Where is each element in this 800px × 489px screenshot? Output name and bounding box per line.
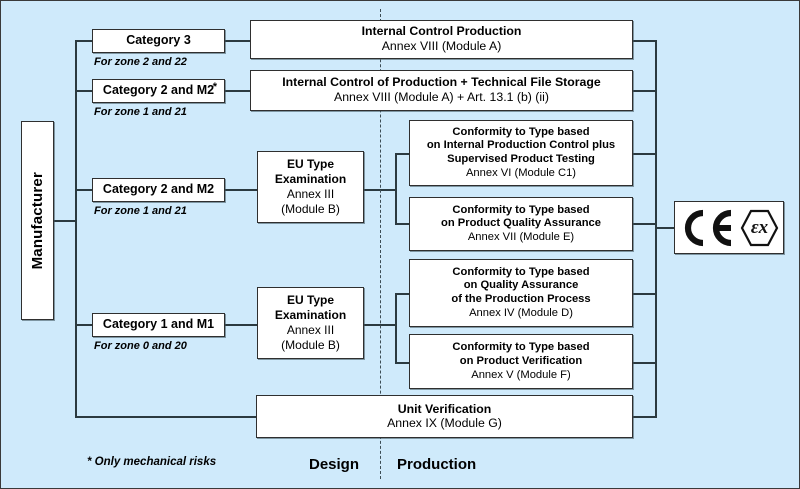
category-2-m2-label: Category 2 and M2 <box>102 182 215 197</box>
eu-type-1-module: (Module B) <box>281 202 340 216</box>
connector-main-trunk <box>75 40 77 417</box>
ce-ex-marking-box: εx <box>674 201 784 254</box>
ictfs-title: Internal Control of Production + Technic… <box>282 75 601 90</box>
connector-c1-to-trunk <box>633 153 657 155</box>
connector-eutype1-to-c1 <box>395 153 410 155</box>
eu-type-2-module: (Module B) <box>281 338 340 352</box>
internal-control-production-box[interactable]: Internal Control Production Annex VIII (… <box>250 20 633 59</box>
unit-verification-annex: Annex IX (Module G) <box>387 416 502 431</box>
category-2-m2-zone: For zone 1 and 21 <box>94 205 187 217</box>
eu-type-2-annex: Annex III <box>286 322 335 337</box>
connector-eutype1-to-e <box>395 223 410 225</box>
connector-ictfs-to-trunk <box>633 90 657 92</box>
conformity-module-f-box[interactable]: Conformity to Type based on Product Veri… <box>409 334 633 389</box>
connector-f-to-trunk <box>633 362 657 364</box>
category-1-m1-zone: For zone 0 and 20 <box>94 340 187 352</box>
d-line2: on Quality Assurance <box>463 279 579 292</box>
eu-type-examination-box-1[interactable]: EU Type Examination Annex III (Module B) <box>257 151 364 223</box>
category-box-2-m2-mechanical[interactable]: Category 2 and M2 * <box>92 79 225 103</box>
conformity-module-e-box[interactable]: Conformity to Type based on Product Qual… <box>409 197 633 251</box>
connector-eutype1-fan <box>395 153 397 224</box>
manufacturer-box: Manufacturer <box>21 121 54 320</box>
connector-unitverification-to-trunk <box>633 416 657 418</box>
design-column-label: Design <box>309 456 360 473</box>
eu-type-1-annex: Annex III <box>286 186 335 201</box>
d-annex: Annex IV (Module D) <box>469 306 573 319</box>
production-column-label: Production <box>397 456 477 473</box>
connector-to-category-3 <box>75 40 93 42</box>
f-line1: Conformity to Type based <box>452 341 590 354</box>
category-box-3[interactable]: Category 3 <box>92 29 225 53</box>
design-production-divider <box>380 9 381 479</box>
connector-cat3-to-icp <box>225 40 251 42</box>
connector-to-category-1-m1 <box>75 324 93 326</box>
connector-manufacturer-stub <box>54 220 76 222</box>
unit-verification-title: Unit Verification <box>397 401 492 416</box>
f-line2: on Product Verification <box>459 354 583 367</box>
connector-eutype2-fan <box>395 293 397 363</box>
eu-type-2-line1: EU Type <box>286 292 335 307</box>
connector-cat2-to-eutype-1 <box>225 189 258 191</box>
category-2-m2-star-zone: For zone 1 and 21 <box>94 106 187 118</box>
c1-line3: Supervised Product Testing <box>447 152 595 165</box>
unit-verification-box[interactable]: Unit Verification Annex IX (Module G) <box>256 395 633 438</box>
ictfs-annex: Annex VIII (Module A) + Art. 13.1 (b) (i… <box>334 90 549 105</box>
e-annex: Annex VII (Module E) <box>467 231 575 244</box>
c1-line2: on Internal Production Control plus <box>426 139 616 152</box>
connector-cat2star-to-ictfs <box>225 90 251 92</box>
connector-to-unit-verification <box>75 416 256 418</box>
connector-cat1-to-eutype-2 <box>225 324 258 326</box>
conformity-module-d-box[interactable]: Conformity to Type based on Quality Assu… <box>409 259 633 327</box>
c1-line1: Conformity to Type based <box>452 126 590 139</box>
eu-type-1-line2: Examination <box>274 171 347 186</box>
ce-ex-mark-icon: εx <box>684 209 779 246</box>
mechanical-risk-asterisk: * <box>212 81 217 93</box>
eu-type-2-line2: Examination <box>274 307 347 322</box>
icp-title: Internal Control Production <box>361 24 522 39</box>
category-box-2-m2[interactable]: Category 2 and M2 <box>92 178 225 202</box>
d-line1: Conformity to Type based <box>452 266 590 279</box>
connector-e-to-trunk <box>633 223 657 225</box>
connector-to-category-2-m2 <box>75 189 93 191</box>
category-1-m1-label: Category 1 and M1 <box>102 317 215 332</box>
footnote-mechanical-risks: * Only mechanical risks <box>87 456 217 468</box>
conformity-module-c1-box[interactable]: Conformity to Type based on Internal Pro… <box>409 120 633 186</box>
category-3-zone: For zone 2 and 22 <box>94 56 187 68</box>
svg-text:εx: εx <box>751 217 769 238</box>
connector-d-to-trunk <box>633 293 657 295</box>
eu-type-examination-box-2[interactable]: EU Type Examination Annex III (Module B) <box>257 287 364 359</box>
connector-trunk-to-ce-mark <box>655 227 676 229</box>
connector-eutype2-to-d <box>395 293 410 295</box>
connector-eutype2-to-f <box>395 362 410 364</box>
d-line3: of the Production Process <box>451 292 591 305</box>
internal-control-tfs-box[interactable]: Internal Control of Production + Technic… <box>250 70 633 111</box>
icp-annex: Annex VIII (Module A) <box>381 39 502 54</box>
manufacturer-label: Manufacturer <box>29 171 46 270</box>
e-line1: Conformity to Type based <box>452 203 590 216</box>
eu-type-1-line1: EU Type <box>286 156 335 171</box>
category-2-m2-star-label: Category 2 and M2 <box>102 83 215 98</box>
c1-annex: Annex VI (Module C1) <box>465 166 577 179</box>
connector-to-category-2-m2-star <box>75 90 93 92</box>
connector-icp-to-trunk <box>633 40 657 42</box>
category-3-label: Category 3 <box>126 33 191 48</box>
f-annex: Annex V (Module F) <box>471 368 571 381</box>
e-line2: on Product Quality Assurance <box>441 217 601 229</box>
category-box-1-m1[interactable]: Category 1 and M1 <box>92 313 225 337</box>
